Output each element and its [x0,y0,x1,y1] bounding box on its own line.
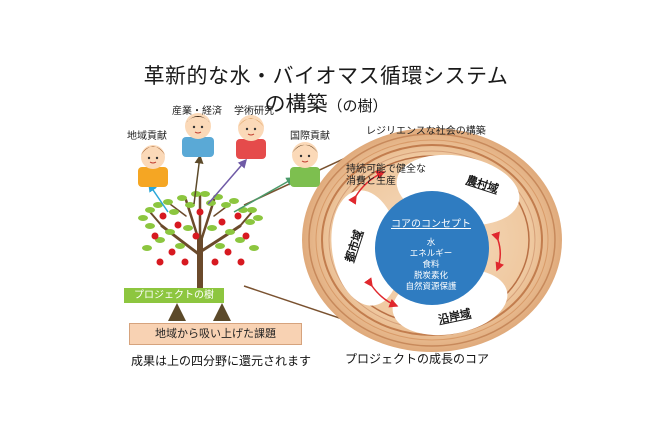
result-return-note: 成果は上の四分野に還元されます [131,352,311,369]
label-local-contribution: 地域貢献 [127,127,167,142]
label-sustainable-line2: 消費と生産 [346,172,396,187]
label-international-contribution: 国際貢献 [290,127,330,142]
label-resilient-society: レジリエンスな社会の構築 [366,122,486,137]
face-international [290,142,320,187]
project-tree-tag: プロジェクトの樹 [124,288,224,303]
core-item-nature-conservation: 自然資源保護 [381,280,481,292]
label-industry-economy: 産業・経済 [172,102,222,117]
local-issue-box: 地域から吸い上げた課題 [129,323,302,345]
label-academic-research: 学術研究 [234,102,274,117]
face-local [138,145,168,187]
face-academic [236,115,266,159]
core-concept-title: コアのコンセプト [381,215,481,230]
face-industry [182,113,214,157]
arrow-to-academic [208,160,246,204]
project-growth-core-caption: プロジェクトの成長のコア [345,350,489,367]
arrow-to-international [234,178,294,212]
